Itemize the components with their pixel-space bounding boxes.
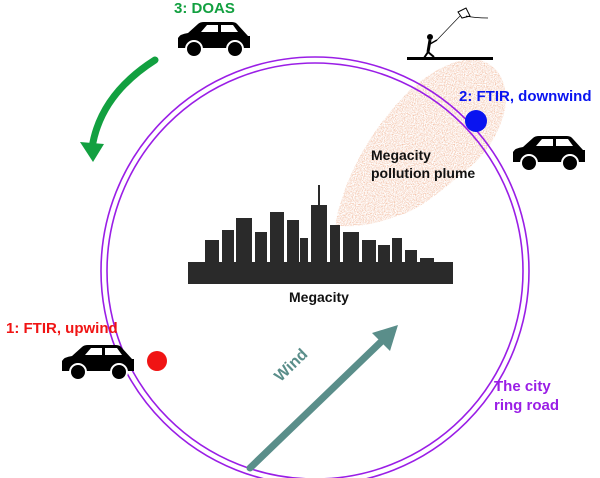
pollution-plume (335, 59, 506, 227)
kite-flyer-icon (407, 7, 493, 60)
upwind-car-icon (61, 344, 135, 381)
ftir-downwind-station-marker (465, 110, 487, 132)
megacity-label: Megacity (289, 289, 349, 305)
ring-road-label-line2: ring road (494, 397, 560, 414)
ring-road (100, 56, 530, 478)
ftir-downwind-label: 2: FTIR, downwind (459, 88, 592, 105)
doas-car-icon (177, 21, 251, 58)
doas-label: 3: DOAS (174, 0, 235, 17)
ring-road-label-line1: The city (494, 378, 551, 395)
downwind-car-icon (512, 135, 586, 172)
ftir-upwind-station-marker (147, 351, 167, 371)
wind-arrow (246, 325, 398, 472)
doas-direction-arrow (80, 56, 159, 162)
plume-label-line1: Megacity (371, 147, 431, 163)
megacity-skyline-icon (188, 185, 453, 284)
ftir-upwind-label: 1: FTIR, upwind (6, 320, 118, 337)
plume-label-line2: pollution plume (371, 165, 476, 181)
